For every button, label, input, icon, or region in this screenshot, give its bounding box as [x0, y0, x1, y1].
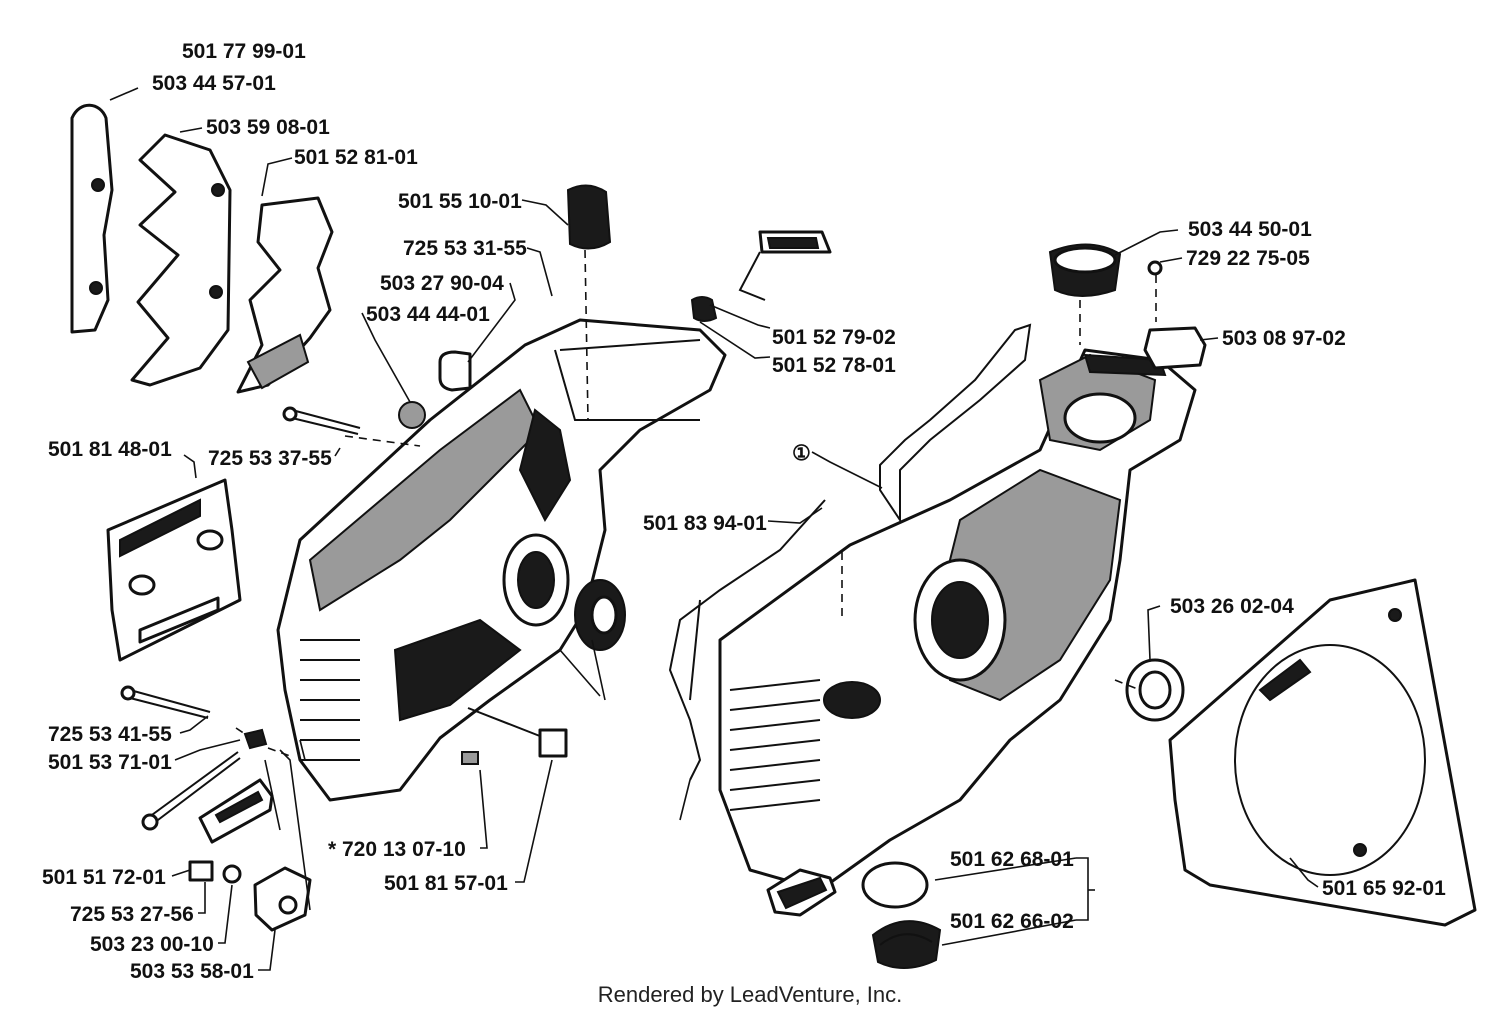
- label-503-53-58-01[interactable]: 503 53 58-01: [130, 960, 254, 983]
- label-501-62-68-01[interactable]: 501 62 68-01: [950, 848, 1074, 871]
- label-503-27-90-04[interactable]: 503 27 90-04: [380, 272, 504, 295]
- label-501-55-10-01[interactable]: 501 55 10-01: [398, 190, 522, 213]
- label-501-52-78-01[interactable]: 501 52 78-01: [772, 354, 896, 377]
- label-729-22-75-05[interactable]: 729 22 75-05: [1186, 247, 1310, 270]
- bolt-725-53-41-55[interactable]: [129, 689, 211, 719]
- label-503-08-97-02[interactable]: 503 08 97-02: [1222, 327, 1346, 350]
- label-725-53-41-55[interactable]: 725 53 41-55: [48, 723, 172, 746]
- label-501-81-48-01[interactable]: 501 81 48-01: [48, 438, 172, 461]
- washer-503-23-00-10[interactable]: [222, 864, 242, 884]
- side-cover-plate[interactable]: [1168, 578, 1477, 927]
- leader-lines: [109, 87, 1319, 971]
- label-501-81-57-01[interactable]: 501 81 57-01: [384, 872, 508, 895]
- label-720-13-07-10[interactable]: * 720 13 07-10: [328, 838, 466, 861]
- label-501-77-99-01[interactable]: 501 77 99-01: [182, 40, 306, 63]
- label-503-44-50-01[interactable]: 503 44 50-01: [1188, 218, 1312, 241]
- stud[interactable]: [467, 707, 551, 741]
- nut[interactable]: [243, 728, 268, 750]
- label-501-62-66-02[interactable]: 501 62 66-02: [950, 910, 1074, 933]
- o-ring[interactable]: [861, 861, 929, 909]
- label-503-44-57-01[interactable]: 503 44 57-01: [152, 72, 276, 95]
- crankcase-left-half[interactable]: [276, 318, 727, 802]
- cover-plate[interactable]: [70, 103, 114, 334]
- cap-plug[interactable]: [566, 184, 612, 250]
- tension-screw[interactable]: [144, 751, 241, 827]
- gasket[interactable]: [879, 323, 1032, 524]
- switch-block[interactable]: [1143, 326, 1207, 370]
- label-725-53-27-56[interactable]: 725 53 27-56: [70, 903, 194, 926]
- label-501-65-92-01[interactable]: 501 65 92-01: [1322, 877, 1446, 900]
- label-503-23-00-10[interactable]: 503 23 00-10: [90, 933, 214, 956]
- chain-guard-serrated[interactable]: [130, 133, 232, 387]
- part-number-labels: 501 77 99-01 503 44 57-01 503 59 08-01 5…: [42, 40, 1446, 983]
- label-circle-1[interactable]: ①: [792, 442, 811, 465]
- footer-credit: Rendered by LeadVenture, Inc.: [598, 982, 903, 1007]
- label-503-26-02-04[interactable]: 503 26 02-04: [1170, 595, 1294, 618]
- label-501-83-94-01[interactable]: 501 83 94-01: [643, 512, 767, 535]
- label-501-52-81-01[interactable]: 501 52 81-01: [294, 146, 418, 169]
- label-501-52-79-02[interactable]: 501 52 79-02: [772, 326, 896, 349]
- screw-729-22-75-05[interactable]: [1147, 260, 1163, 276]
- grommet[interactable]: [438, 350, 472, 392]
- bolt-long[interactable]: [291, 409, 361, 435]
- washer[interactable]: [398, 401, 426, 429]
- label-503-59-08-01[interactable]: 503 59 08-01: [206, 116, 330, 139]
- label-501-51-72-01[interactable]: 501 51 72-01: [42, 866, 166, 889]
- fuel-cap[interactable]: [871, 920, 942, 969]
- label-725-53-31-55[interactable]: 725 53 31-55: [403, 237, 527, 260]
- screw-725-53-27-56[interactable]: [188, 860, 214, 882]
- guide-plate[interactable]: [106, 478, 242, 662]
- pin[interactable]: [461, 751, 479, 765]
- label-503-44-44-01[interactable]: 503 44 44-01: [366, 303, 490, 326]
- parts-drawing: [70, 103, 1477, 969]
- rubber-buffer[interactable]: [690, 296, 718, 322]
- label-501-53-71-01[interactable]: 501 53 71-01: [48, 751, 172, 774]
- label-725-53-37-55[interactable]: 725 53 37-55: [208, 447, 332, 470]
